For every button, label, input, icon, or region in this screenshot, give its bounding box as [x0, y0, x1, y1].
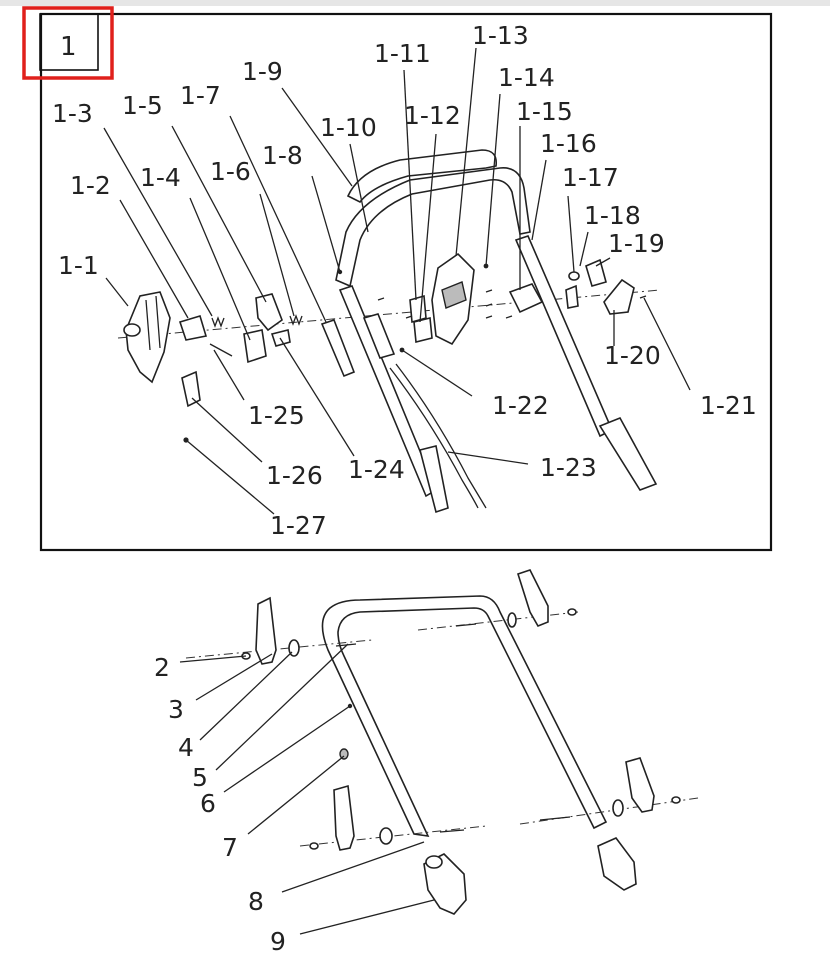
label-4: 4 [178, 733, 194, 762]
top-edge [0, 0, 830, 6]
section-badge-outline [22, 6, 114, 80]
label-1-21: 1-21 [700, 391, 757, 420]
label-1-8: 1-8 [262, 141, 303, 170]
label-1-2: 1-2 [70, 171, 111, 200]
label-1-17: 1-17 [562, 163, 619, 192]
label-1-12: 1-12 [404, 101, 461, 130]
label-3: 3 [168, 695, 184, 724]
label-8: 8 [248, 887, 264, 916]
label-1-23: 1-23 [540, 453, 597, 482]
label-1-20: 1-20 [604, 341, 661, 370]
section-badge: 1 [60, 32, 77, 62]
label-1-16: 1-16 [540, 129, 597, 158]
label-1-9: 1-9 [242, 57, 283, 86]
label-6: 6 [200, 789, 216, 818]
upper-leader-lines [103, 47, 691, 515]
label-1-19: 1-19 [608, 229, 665, 258]
label-9: 9 [270, 927, 286, 956]
label-5: 5 [192, 763, 208, 792]
section-badge-inner [39, 13, 99, 71]
label-1-24: 1-24 [348, 455, 405, 484]
label-1-22: 1-22 [492, 391, 549, 420]
label-1-10: 1-10 [320, 113, 377, 142]
lower-parts-artwork [185, 569, 699, 915]
upper-callout-labels: 1-1 1-2 1-3 1-4 1-5 1-6 1-7 1-8 1-9 1-10… [52, 21, 757, 540]
upper-parts-artwork [117, 149, 661, 514]
label-1-27: 1-27 [270, 511, 327, 540]
upper-panel-frame [39, 12, 773, 552]
label-1-15: 1-15 [516, 97, 573, 126]
label-7: 7 [222, 833, 238, 862]
label-1-11: 1-11 [374, 39, 431, 68]
label-1-5: 1-5 [122, 91, 163, 120]
label-1-6: 1-6 [210, 157, 251, 186]
label-1-25: 1-25 [248, 401, 305, 430]
label-1-14: 1-14 [498, 63, 555, 92]
label-1-4: 1-4 [140, 163, 181, 192]
label-1-3: 1-3 [52, 99, 93, 128]
label-1-18: 1-18 [584, 201, 641, 230]
label-2: 2 [154, 653, 170, 682]
label-1-13: 1-13 [472, 21, 529, 50]
lower-callout-labels: 2 3 4 5 6 7 8 9 [154, 653, 286, 956]
lower-leader-lines [179, 643, 435, 935]
label-1-7: 1-7 [180, 81, 221, 110]
label-1-26: 1-26 [266, 461, 323, 490]
label-1-1: 1-1 [58, 251, 99, 280]
